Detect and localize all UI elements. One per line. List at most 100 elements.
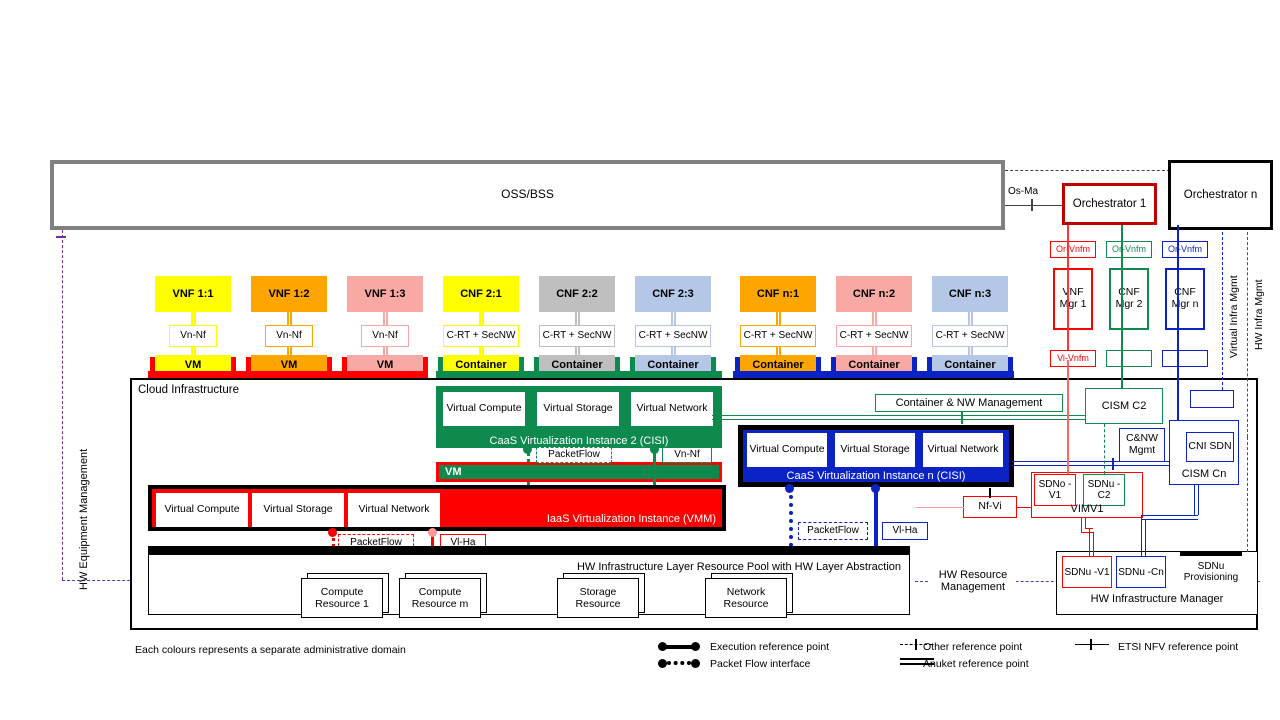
cnw-mgmt-box[interactable]: C&NW Mgmt bbox=[1119, 428, 1165, 462]
exec-box[interactable]: Container bbox=[932, 355, 1008, 375]
nf-label: CNF 2:1 bbox=[460, 287, 502, 300]
sdno-v1-box[interactable]: SDNo -V1 bbox=[1034, 474, 1076, 506]
reference-point-box: C-RT + SecNW bbox=[836, 325, 912, 347]
exec-dot-left bbox=[658, 642, 667, 651]
reference-point-label: C-RT + SecNW bbox=[839, 330, 909, 342]
legend-etsi-nfv-reference-point: ETSI NFV reference point bbox=[1118, 641, 1239, 653]
nf-vi-label: Nf-Vi bbox=[963, 496, 1017, 518]
nf-box-cnf-2-3[interactable]: CNF 2:3 bbox=[635, 276, 711, 312]
orchestrator-n-box[interactable]: Orchestrator n bbox=[1168, 160, 1273, 230]
or-vnfm-label: Or-Vnfm bbox=[1111, 244, 1146, 255]
cisi2-vm-label: VM bbox=[445, 466, 462, 478]
virtual-infra-mgmt-line bbox=[1222, 232, 1223, 400]
vimv1-down2 bbox=[1085, 518, 1086, 528]
iaas-packetflow-dot-top bbox=[328, 528, 337, 537]
or-vnfm-box-2: Or-Vnfm bbox=[1162, 241, 1208, 258]
nf-box-vnf-1-1[interactable]: VNF 1:1 bbox=[155, 276, 231, 312]
reference-point-label: C-RT + SecNW bbox=[935, 330, 1005, 342]
sdnu-v1-label: SDNu -V1 bbox=[1064, 566, 1110, 578]
network-resource[interactable]: Network Resource bbox=[705, 578, 787, 618]
compute-resource-1[interactable]: Compute Resource 1 bbox=[301, 578, 383, 618]
manager-box-0[interactable]: VNF Mgr 1 bbox=[1053, 268, 1093, 330]
nf-box-cnf-n-2[interactable]: CNF n:2 bbox=[836, 276, 912, 312]
sdnu-provisioning-bar bbox=[1180, 552, 1242, 559]
reference-point-box: Vn-Nf bbox=[169, 325, 217, 347]
cisin-virtual-compute: Virtual Compute bbox=[747, 433, 827, 467]
orchestrator-n-label: Orchestrator n bbox=[1183, 188, 1258, 201]
legend-other-reference-point: Other reference point bbox=[923, 641, 1023, 653]
nf-label: VNF 1:1 bbox=[172, 287, 214, 300]
iaas-virtualization-instance[interactable]: Virtual Compute Virtual Storage Virtual … bbox=[148, 485, 726, 531]
cismcn-down3 bbox=[1141, 515, 1142, 556]
sdnu-cn-box[interactable]: SDNu -Cn bbox=[1116, 556, 1166, 588]
nf-box-cnf-2-2[interactable]: CNF 2:2 bbox=[539, 276, 615, 312]
vi-vnfm-box-2 bbox=[1162, 350, 1208, 367]
os-ma-tick bbox=[1031, 199, 1033, 211]
exec-box[interactable]: Container bbox=[635, 355, 711, 375]
nf-vi-line-left bbox=[916, 507, 964, 508]
legend: Each colours represents a separate admin… bbox=[135, 638, 1265, 678]
cisin-packetflow-dot-top bbox=[785, 484, 794, 493]
sdnu-v1-box[interactable]: SDNu -V1 bbox=[1062, 556, 1112, 588]
cismc2-sdnuc2-line bbox=[1104, 424, 1105, 474]
iaas-virtual-compute: Virtual Compute bbox=[156, 493, 248, 527]
exec-box[interactable]: Container bbox=[740, 355, 816, 375]
cism-c2-label: CISM C2 bbox=[1101, 399, 1147, 412]
exec-box[interactable]: Container bbox=[836, 355, 912, 375]
caas-virtualization-instance-n[interactable]: Virtual Compute Virtual Storage Virtual … bbox=[738, 425, 1014, 487]
exec-label: Container bbox=[944, 358, 996, 371]
nf-label: CNF 2:2 bbox=[556, 287, 598, 300]
exec-box[interactable]: Container bbox=[443, 355, 519, 375]
cni-sdn-box[interactable]: CNI SDN bbox=[1186, 432, 1234, 462]
vimv1-h1 bbox=[1081, 532, 1093, 533]
nf-box-cnf-n-3[interactable]: CNF n:3 bbox=[932, 276, 1008, 312]
nf-vi-line-right bbox=[1017, 507, 1041, 508]
nf-vi-tick bbox=[989, 488, 991, 498]
orchestrator-1-box[interactable]: Orchestrator 1 bbox=[1062, 183, 1157, 225]
exec-label: Container bbox=[752, 358, 804, 371]
os-ma-dashed-line bbox=[1005, 170, 1175, 171]
storage-resource[interactable]: Storage Resource bbox=[557, 578, 639, 618]
os-ma-line bbox=[1005, 205, 1062, 206]
nf-label: VNF 1:2 bbox=[268, 287, 310, 300]
exec-box[interactable]: VM bbox=[347, 355, 423, 375]
cisi2-packetflow-dot-top bbox=[523, 445, 532, 454]
cnfmgr2-trunk bbox=[1121, 225, 1123, 388]
vimv1-down3 bbox=[1089, 528, 1090, 556]
packetflow-dots bbox=[667, 661, 691, 665]
packetflow-dot-right bbox=[691, 659, 700, 668]
sdnu-c2-box[interactable]: SDNu -C2 bbox=[1083, 474, 1125, 506]
vimv1-down1 bbox=[1081, 518, 1082, 532]
caas-virtualization-instance-2[interactable]: Virtual Compute Virtual Storage Virtual … bbox=[436, 386, 722, 448]
exec-box[interactable]: VM bbox=[251, 355, 327, 375]
sdnu-provisioning-box[interactable]: SDNu Provisioning bbox=[1172, 556, 1250, 588]
cisi2-vm-bar: VM bbox=[436, 462, 722, 482]
cism-c2-box[interactable]: CISM C2 bbox=[1085, 388, 1163, 424]
cismcn-h2 bbox=[1141, 519, 1198, 520]
hw-infra-mgmt-line bbox=[1247, 232, 1248, 437]
nf-label: CNF 2:3 bbox=[652, 287, 694, 300]
container-green-base-bar bbox=[436, 371, 722, 381]
nf-label: VNF 1:3 bbox=[364, 287, 406, 300]
nf-box-vnf-1-2[interactable]: VNF 1:2 bbox=[251, 276, 327, 312]
hw-resource-mgmt-label: HW Resource Management bbox=[930, 566, 1016, 596]
hw-infrastructure-manager-label: HW Infrastructure Manager bbox=[1090, 593, 1224, 605]
vi-vnfm-label: Vi-Vnfm bbox=[1057, 353, 1089, 364]
hw-resource-pool-label: HW Infrastructure Layer Resource Pool wi… bbox=[576, 561, 901, 573]
cnw-mgmt-label: C&NW Mgmt bbox=[1125, 432, 1159, 456]
manager-box-2[interactable]: CNF Mgr n bbox=[1165, 268, 1205, 330]
compute-resource-m[interactable]: Compute Resource m bbox=[399, 578, 481, 618]
oss-bss-box[interactable]: OSS/BSS bbox=[50, 160, 1005, 230]
nf-box-cnf-2-1[interactable]: CNF 2:1 bbox=[443, 276, 519, 312]
nf-box-cnf-n-1[interactable]: CNF n:1 bbox=[740, 276, 816, 312]
nf-box-vnf-1-3[interactable]: VNF 1:3 bbox=[347, 276, 423, 312]
etsi-tick bbox=[1090, 639, 1092, 650]
exec-box[interactable]: Container bbox=[539, 355, 615, 375]
exec-box[interactable]: VM bbox=[155, 355, 231, 375]
reference-point-label: Vn-Nf bbox=[276, 330, 302, 342]
iaas-viha-connector bbox=[431, 531, 434, 553]
exec-label: VM bbox=[376, 358, 394, 371]
other-rp-tick bbox=[915, 639, 917, 650]
vnfmgr-trunk bbox=[1067, 360, 1069, 474]
manager-box-1[interactable]: CNF Mgr 2 bbox=[1109, 268, 1149, 330]
